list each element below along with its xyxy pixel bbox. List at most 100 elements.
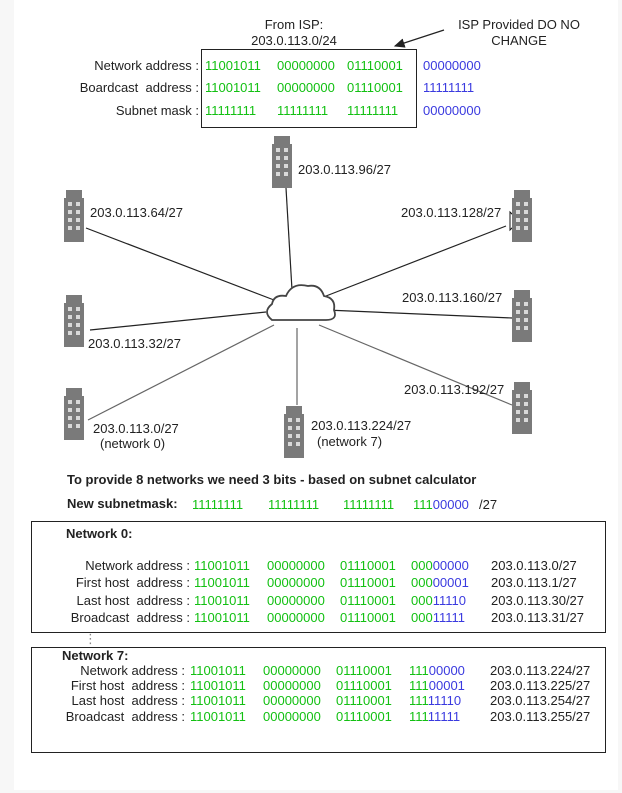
octet-blue-bits: 00000 (432, 497, 469, 512)
octet-green-bits: 111 (413, 497, 433, 512)
octet-blue-bits: 00001 (428, 678, 465, 693)
building-icon (512, 190, 532, 242)
row-label: First host address : (75, 575, 190, 590)
octet: 01110001 (340, 575, 396, 590)
octet: 11001011 (190, 693, 246, 708)
octet: 11001011 (190, 678, 246, 693)
network-0-title: Network 0: (66, 526, 133, 541)
octet: 01110001 (336, 693, 392, 708)
ellipsis: ⋮ (84, 631, 97, 646)
octet: 11001011 (194, 593, 250, 608)
octet: 00000000 (423, 58, 481, 73)
isp-address-box (201, 49, 417, 128)
ip-address: 203.0.113.254/27 (490, 693, 591, 708)
octet-blue-bits: 00000 (432, 558, 469, 573)
building-icon (64, 190, 84, 242)
octet: 11001011 (194, 575, 250, 590)
link-128 (325, 225, 507, 297)
diagram-canvas: From ISP: 203.0.113.0/24 ISP Provided DO… (14, 0, 618, 790)
row-label: Last host address : (71, 693, 185, 708)
octet: 01110001 (347, 80, 403, 95)
octet: 00000000 (263, 678, 321, 693)
link-160 (325, 309, 513, 319)
building-icon (512, 290, 532, 342)
octet: 11001011 (194, 610, 250, 625)
octet: 11001011 (205, 58, 261, 73)
octet: 11111111 (192, 497, 244, 512)
isp-title-line2: 203.0.113.0/24 (251, 33, 337, 48)
subnet-label-32: 203.0.113.32/27 (88, 336, 182, 351)
building-icon (512, 382, 532, 434)
octet: 01110001 (340, 610, 396, 625)
octet: 01110001 (347, 58, 403, 73)
octet: 11001011 (190, 709, 246, 724)
subnet-label-192: 203.0.113.192/27 (404, 382, 505, 397)
cloud-icon (266, 284, 336, 321)
subnet-label-128: 203.0.113.128/27 (401, 205, 502, 220)
octet: 00000000 (263, 693, 321, 708)
network-7-title: Network 7: (62, 648, 129, 663)
octet: 11111111 (268, 497, 320, 512)
ip-address: 203.0.113.31/27 (491, 610, 585, 625)
link-32 (89, 311, 267, 331)
octet: 11111111 (277, 103, 329, 118)
link-192 (318, 324, 513, 406)
octet: 00000000 (267, 593, 325, 608)
octet: 00000000 (411, 558, 469, 573)
network-7-box (31, 647, 606, 753)
octet-blue-bits: 00001 (432, 575, 469, 590)
link-64 (85, 227, 275, 301)
octet-blue-bits: 11111 (432, 610, 465, 625)
row-label: Broadcast address : (65, 709, 185, 724)
octet: 11001011 (205, 80, 261, 95)
octet-blue-bits: 11111 (427, 709, 461, 724)
building-icon (284, 406, 304, 458)
octet: 00000001 (411, 575, 469, 590)
ip-address: 203.0.113.225/27 (490, 678, 591, 693)
octet: 11111111 (205, 103, 257, 118)
row-label: Last host address : (76, 593, 190, 608)
octet: 00000000 (277, 80, 335, 95)
octet: 00000000 (263, 663, 321, 678)
octet: 01110001 (336, 709, 392, 724)
subnet-label-160: 203.0.113.160/27 (402, 290, 503, 305)
octet-blue-bits: 00000 (428, 663, 465, 678)
octet: 11100000 (409, 663, 465, 678)
octet: 00000000 (423, 103, 481, 118)
octet-green-bits: 000 (411, 575, 433, 590)
octet: 01110001 (340, 593, 396, 608)
octet-blue-bits: 11110 (427, 693, 462, 708)
subnet-label-0-sub: (network 0) (100, 436, 166, 451)
isp-row-label: Subnet mask : (115, 103, 199, 118)
ip-address: 203.0.113.30/27 (491, 593, 585, 608)
new-mask-label: New subnetmask: (67, 496, 178, 511)
isp-note-arrow (393, 29, 445, 48)
ip-address: 203.0.113.224/27 (490, 663, 591, 678)
octet: 01110001 (336, 678, 392, 693)
buildings (64, 136, 532, 458)
building-icon (64, 388, 84, 440)
octet: 00000000 (267, 558, 325, 573)
link-96 (285, 187, 293, 291)
octet: 11111111 (343, 497, 395, 512)
ip-address: 203.0.113.0/27 (491, 558, 577, 573)
row-label: Network address : (85, 558, 190, 573)
link-0 (87, 324, 275, 421)
octet-green-bits: 111 (409, 663, 429, 678)
octet: 00000000 (267, 610, 325, 625)
octet-green-bits: 000 (411, 610, 433, 625)
octet-blue-bits: 11110 (432, 593, 466, 608)
calc-heading: To provide 8 networks we need 3 bits - b… (67, 472, 477, 487)
octet: 11111110 (409, 693, 461, 708)
octet-green-bits: 000 (411, 558, 433, 573)
building-icon (64, 295, 84, 347)
ip-address: 203.0.113.255/27 (490, 709, 591, 724)
cidr-suffix: /27 (479, 497, 498, 512)
octet-green-bits: 111 (409, 693, 428, 708)
isp-title-line1: From ISP: (264, 17, 324, 32)
octet: 11001011 (194, 558, 250, 573)
octet-green-bits: 111 (409, 709, 428, 724)
octet: 11100001 (409, 678, 465, 693)
ip-address: 203.0.113.1/27 (491, 575, 577, 590)
octet: 00011111 (411, 610, 465, 625)
